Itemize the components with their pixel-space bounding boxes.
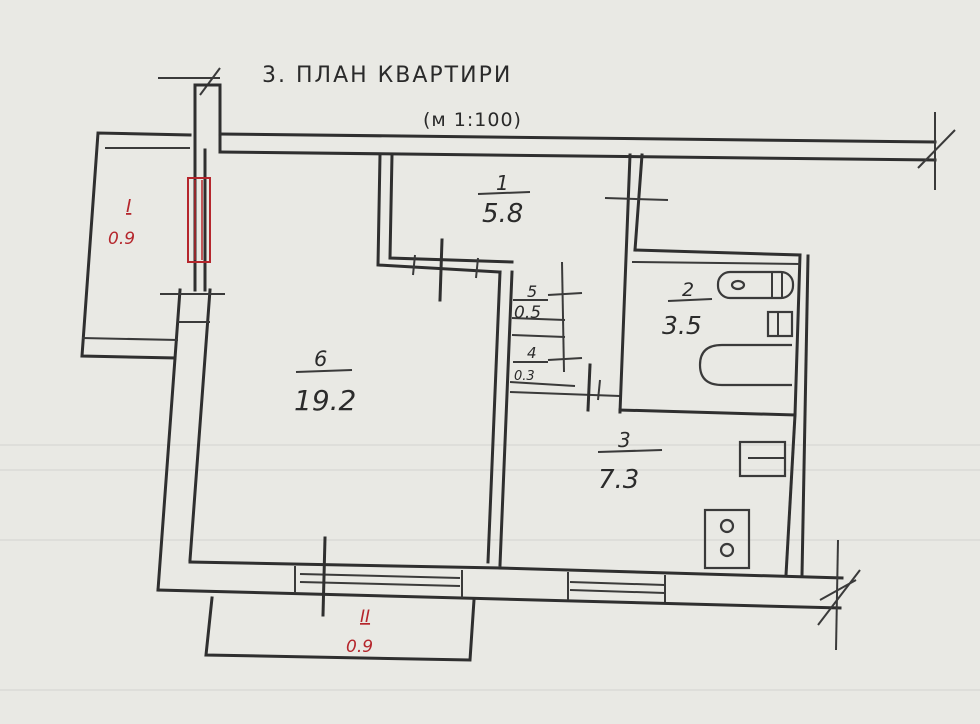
balcony-door-left bbox=[187, 177, 211, 263]
plan-scale: (м 1:100) bbox=[423, 109, 522, 131]
balcony-ii-area: 0.9 bbox=[346, 637, 373, 657]
room-6-number: 6 bbox=[314, 347, 327, 371]
room-4-area: 0.3 bbox=[514, 369, 535, 384]
room-1-label: 1 5.8 bbox=[477, 171, 531, 229]
exterior-wall-left bbox=[156, 67, 225, 592]
room-3-label: 3 7.3 bbox=[597, 428, 663, 495]
room-1-area: 5.8 bbox=[482, 199, 523, 229]
window-bottom-right bbox=[567, 572, 666, 602]
kitchen-sink-fixture bbox=[738, 440, 787, 478]
balcony-left bbox=[80, 131, 192, 360]
room-1-number: 1 bbox=[496, 171, 509, 195]
toilet-fixture bbox=[766, 310, 794, 338]
room-5-area: 0.5 bbox=[514, 303, 541, 323]
balcony-ii-number: II bbox=[360, 607, 370, 627]
room-2-label: 2 3.5 bbox=[662, 279, 713, 340]
interior-wall-room6 bbox=[376, 153, 514, 567]
balcony-i-number: I bbox=[126, 196, 131, 217]
balcony-i-area: 0.9 bbox=[108, 229, 135, 249]
room-2-area: 3.5 bbox=[662, 311, 702, 340]
room-6-area: 19.2 bbox=[294, 384, 356, 417]
room-4-label: 4 0.3 bbox=[513, 344, 548, 384]
room-3-area: 7.3 bbox=[598, 465, 639, 495]
room-4-number: 4 bbox=[527, 344, 537, 362]
closets bbox=[509, 261, 621, 412]
exterior-wall-top bbox=[158, 77, 956, 190]
bathtub-fixture bbox=[698, 343, 792, 387]
window-bottom-left bbox=[294, 536, 463, 617]
sink-fixture bbox=[716, 270, 795, 300]
room-5-label: 5 0.5 bbox=[513, 282, 548, 323]
room-3-number: 3 bbox=[618, 428, 631, 452]
stove-fixture bbox=[703, 508, 751, 570]
room-5-number: 5 bbox=[527, 282, 537, 301]
exterior-wall-bottom bbox=[156, 539, 861, 651]
balcony-bottom bbox=[204, 596, 476, 662]
plan-title: 3. ПЛАН КВАРТИРИ bbox=[262, 63, 512, 88]
bathroom-walls bbox=[604, 153, 810, 577]
room-2-number: 2 bbox=[682, 279, 694, 301]
room-6-label: 6 19.2 bbox=[294, 347, 356, 417]
